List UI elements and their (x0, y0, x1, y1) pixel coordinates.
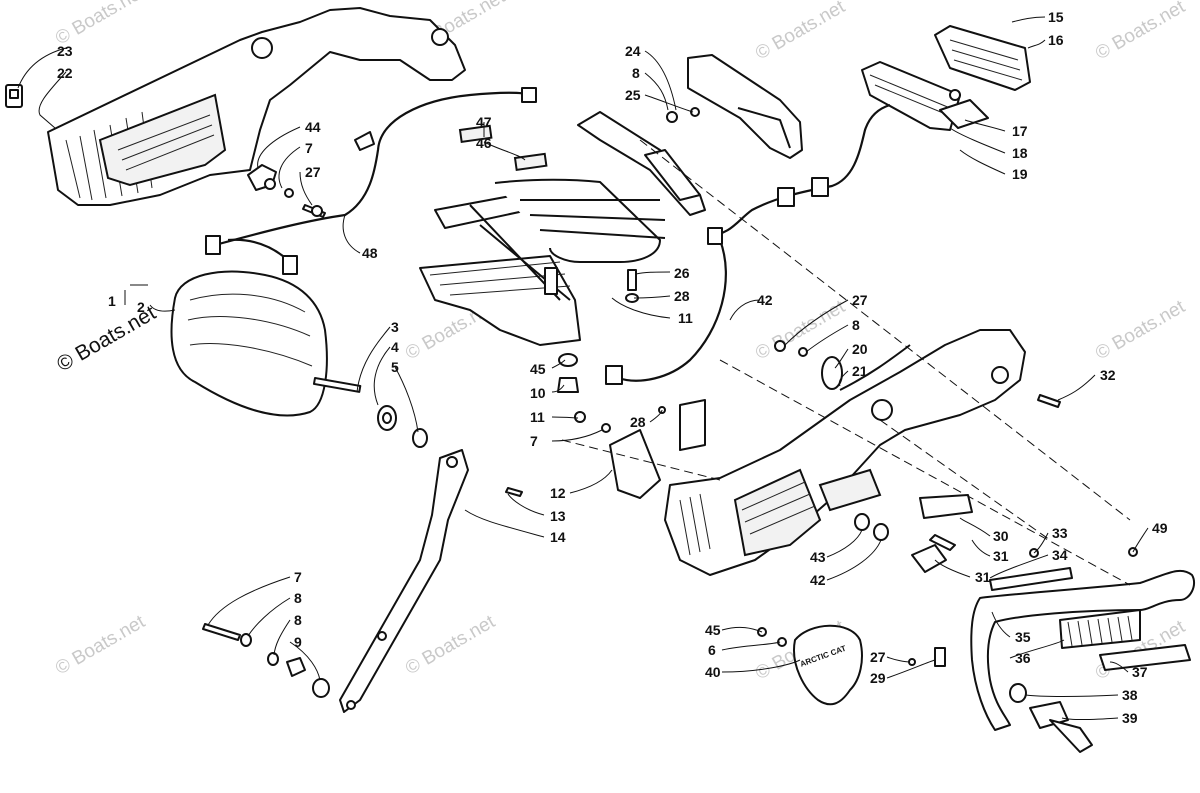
callout-7: 8 (852, 317, 860, 333)
watermark-text: © Boats.net (52, 611, 149, 679)
callout-11: 27 (852, 292, 868, 308)
watermark-text: © Boats.net (1092, 296, 1189, 364)
right-side-bracket (664, 329, 1026, 576)
callout-5: 5 (391, 359, 399, 375)
callout-36: 35 (1015, 629, 1031, 645)
callout-8: 8 (632, 65, 640, 81)
callout-32: 31 (975, 569, 991, 585)
callout-17: 17 (1012, 123, 1028, 139)
callout-8: 11 (678, 310, 693, 326)
callout-28: 27 (870, 649, 886, 665)
backrest-pad (170, 270, 362, 417)
callout-37: 36 (1015, 650, 1031, 666)
lower-bolt-set (202, 623, 330, 698)
callout-28: 28 (630, 414, 646, 430)
watermark-text: © Boats.net (752, 0, 849, 64)
watermark-text: © Boats.net (402, 611, 499, 679)
callout-2: 2 (137, 299, 145, 315)
clip-part (5, 84, 23, 108)
callout-10: 10 (530, 385, 546, 401)
bushing-and-spacer (377, 405, 428, 448)
callout-23: 23 (57, 43, 73, 59)
wiring-harness-left (205, 87, 537, 275)
callout-47: 46 (476, 135, 492, 151)
callout-8: 8 (294, 612, 302, 628)
callout-48: 47 (476, 114, 492, 130)
callout-46: 45 (705, 622, 721, 638)
callout-45: 44 (305, 119, 321, 135)
callout-12: 12 (550, 485, 566, 501)
knob-and-bolt (247, 164, 326, 218)
callout-39: 38 (1122, 687, 1138, 703)
callout-1: 1 (108, 293, 116, 309)
callout-40: 39 (1122, 710, 1138, 726)
callout-labels: 23 22 1 2 3 4 5 44 7 27 48 47 46 45 10 1… (57, 9, 1168, 726)
callout-18: 18 (1012, 145, 1028, 161)
watermark-text: © Boats.net (52, 0, 149, 49)
callout-27: 7 (294, 569, 302, 585)
callout-49: 48 (362, 245, 378, 261)
callout-14: 14 (550, 529, 566, 545)
callout-29: 29 (870, 670, 886, 686)
leader-lines (17, 16, 1149, 720)
callout-19: 19 (1012, 166, 1028, 182)
grab-handle-assembly (970, 547, 1196, 753)
callout-6: 6 (708, 642, 716, 658)
callout-7: 7 (530, 433, 538, 449)
alignment-lines (561, 139, 1131, 586)
callout-45: 45 (530, 361, 546, 377)
left-side-bracket (47, 7, 466, 206)
tail-light-assembly (666, 25, 1031, 159)
callout-27: 28 (674, 288, 690, 304)
callout-20: 20 (852, 341, 868, 357)
callout-21: 21 (852, 363, 868, 379)
callout-22: 22 (57, 65, 73, 81)
callout-35: 34 (1052, 547, 1068, 563)
callout-11: 11 (530, 409, 545, 425)
callout-30: 30 (993, 528, 1009, 544)
callout-16: 16 (1048, 32, 1064, 48)
seat-mount-plate (419, 124, 666, 346)
callout-25: 25 (625, 87, 641, 103)
backrest-arm (339, 449, 469, 713)
callout-27: 27 (305, 164, 321, 180)
callout-31: 31 (993, 548, 1009, 564)
callout-13: 13 (550, 508, 566, 524)
callout-26: 26 (674, 265, 690, 281)
step-and-washers (854, 513, 956, 573)
callout-42: 42 (757, 292, 773, 308)
callout-34: 33 (1052, 525, 1068, 541)
callout-9: 9 (294, 634, 302, 650)
callout-33: 32 (1100, 367, 1116, 383)
callout-50: 49 (1152, 520, 1168, 536)
callout-43: 42 (810, 572, 826, 588)
callout-38: 37 (1132, 664, 1148, 680)
mount-hardware (557, 269, 639, 393)
callout-24: 24 (625, 43, 641, 59)
wiring-harness-right (605, 103, 891, 385)
callout-15: 15 (1048, 9, 1064, 25)
callout-3: 3 (391, 319, 399, 335)
callout-7: 7 (305, 140, 313, 156)
callout-41: 40 (705, 664, 721, 680)
watermark-text: © Boats.net (1092, 0, 1189, 64)
callout-4: 4 (391, 339, 399, 355)
side-emblem: ARCTIC CAT (757, 624, 946, 706)
center-rack (544, 111, 706, 295)
callout-44: 43 (810, 549, 826, 565)
callout-7: 8 (294, 590, 302, 606)
